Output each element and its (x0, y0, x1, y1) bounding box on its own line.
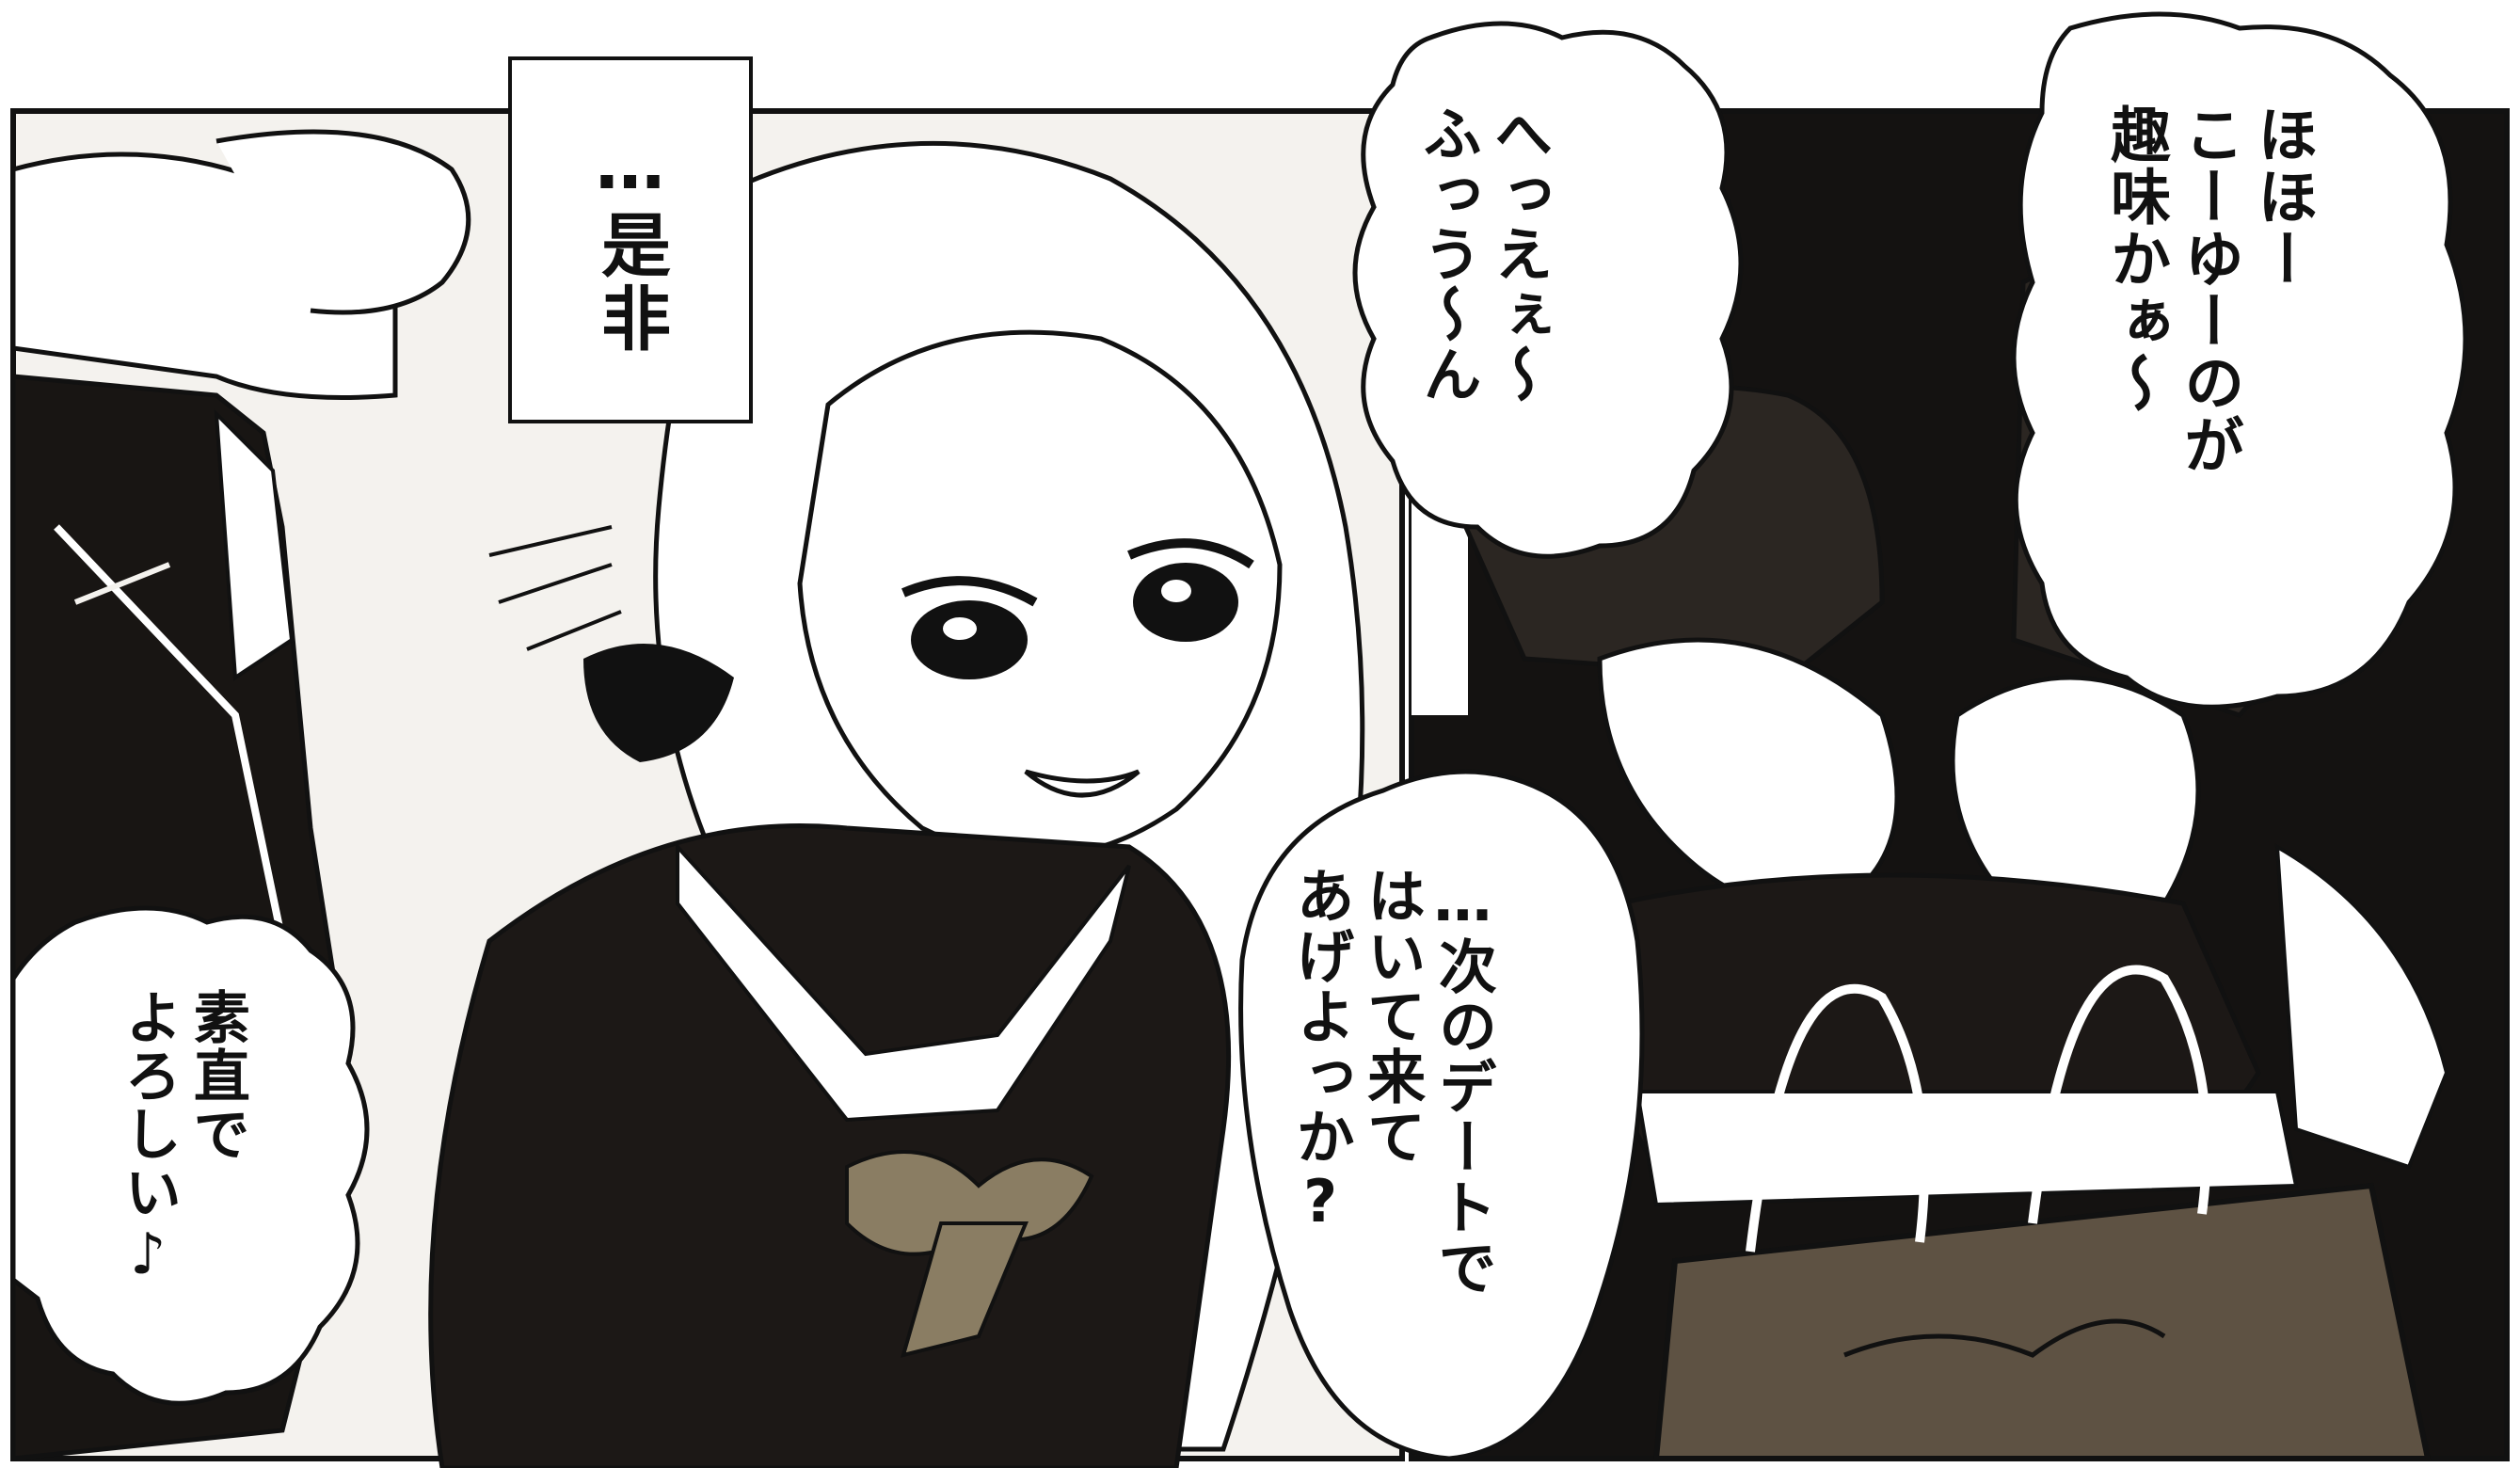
bubble-bottom-left-text: 素直で よろしい♪ (115, 988, 250, 1289)
narration-text: …是非 (589, 124, 671, 356)
bubble-center-text: …次のデートで はいて来て あげよっか? (1285, 866, 1497, 1298)
speech-bubbles (10, 11, 2468, 1461)
bubble-top-center-text: へっえぇ〜 ふっう〜ん (1412, 104, 1554, 405)
bubble-top-right-text: ほほー こーゆーのが 趣味かぁ〜 (2100, 104, 2318, 476)
girl-figure (428, 140, 1365, 1468)
narration-box: …是非 (508, 56, 753, 423)
